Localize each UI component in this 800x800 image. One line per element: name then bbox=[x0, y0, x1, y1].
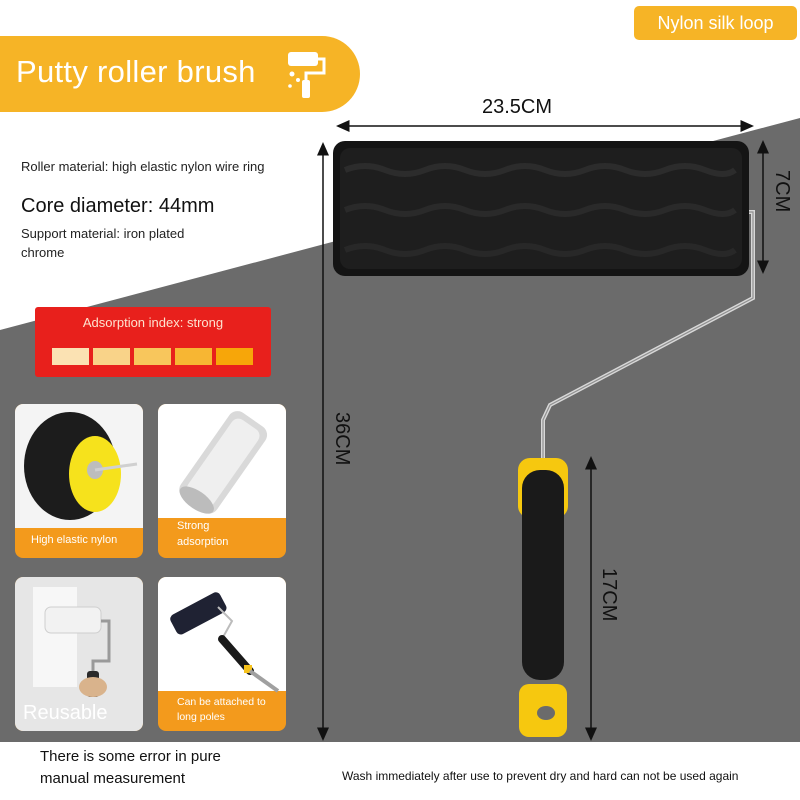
feature-card-nylon-label: High elastic nylon bbox=[31, 534, 118, 546]
measurement-note: There is some error in pure manual measu… bbox=[40, 746, 221, 790]
handle-dimension-label: 17CM bbox=[598, 568, 620, 622]
roller-on-pole-image bbox=[158, 577, 286, 693]
feature-card-nylon: High elastic nylon bbox=[15, 404, 143, 558]
measurement-note-line1: There is some error in pure bbox=[40, 748, 221, 765]
paint-roller-icon bbox=[288, 52, 326, 98]
material-tag: Nylon silk loop bbox=[634, 6, 797, 40]
feature-card-reusable-label: Reusable bbox=[23, 702, 108, 724]
adsorption-level-bar bbox=[216, 348, 253, 365]
roller-diameter-label: 7CM bbox=[771, 170, 793, 213]
adsorption-panel bbox=[35, 307, 271, 377]
feature-card-pole-label-2: long poles bbox=[177, 711, 225, 723]
feature-card-adsorption-label-2: adsorption bbox=[177, 536, 229, 548]
adsorption-level-bar bbox=[175, 348, 212, 365]
title-banner bbox=[0, 36, 360, 112]
core-diameter-text: Core diameter: 44mm bbox=[21, 195, 215, 217]
nylon-roller-image bbox=[15, 404, 143, 528]
adsorption-level-bar bbox=[134, 348, 171, 365]
support-material-line1: Support material: iron plated bbox=[21, 226, 185, 241]
roller-material-text: Roller material: high elastic nylon wire… bbox=[21, 159, 265, 174]
feature-card-adsorption: Strong adsorption bbox=[158, 404, 286, 558]
adsorption-level-bar bbox=[52, 348, 89, 365]
page-title: Putty roller brush bbox=[16, 54, 256, 89]
feature-card-pole-label-1: Can be attached to bbox=[177, 696, 266, 708]
height-dimension-label: 36CM bbox=[331, 412, 353, 466]
adsorption-level-bar bbox=[93, 348, 130, 365]
wall-painting-image bbox=[15, 577, 143, 731]
measurement-note-line2: manual measurement bbox=[40, 770, 186, 787]
wash-instructions: Wash immediately after use to prevent dr… bbox=[342, 769, 739, 783]
support-material-line2: chrome bbox=[21, 245, 65, 260]
roller-handle bbox=[518, 458, 568, 737]
width-dimension-label: 23.5CM bbox=[482, 96, 553, 118]
roller-cover bbox=[333, 141, 749, 276]
feature-card-pole: Can be attached to long poles bbox=[158, 577, 286, 731]
adsorption-label: Adsorption index: strong bbox=[82, 315, 224, 330]
feature-card-adsorption-label-1: Strong bbox=[177, 520, 210, 532]
feature-card-reusable: Reusable bbox=[15, 577, 143, 731]
adsorption-roller-image bbox=[158, 404, 286, 518]
